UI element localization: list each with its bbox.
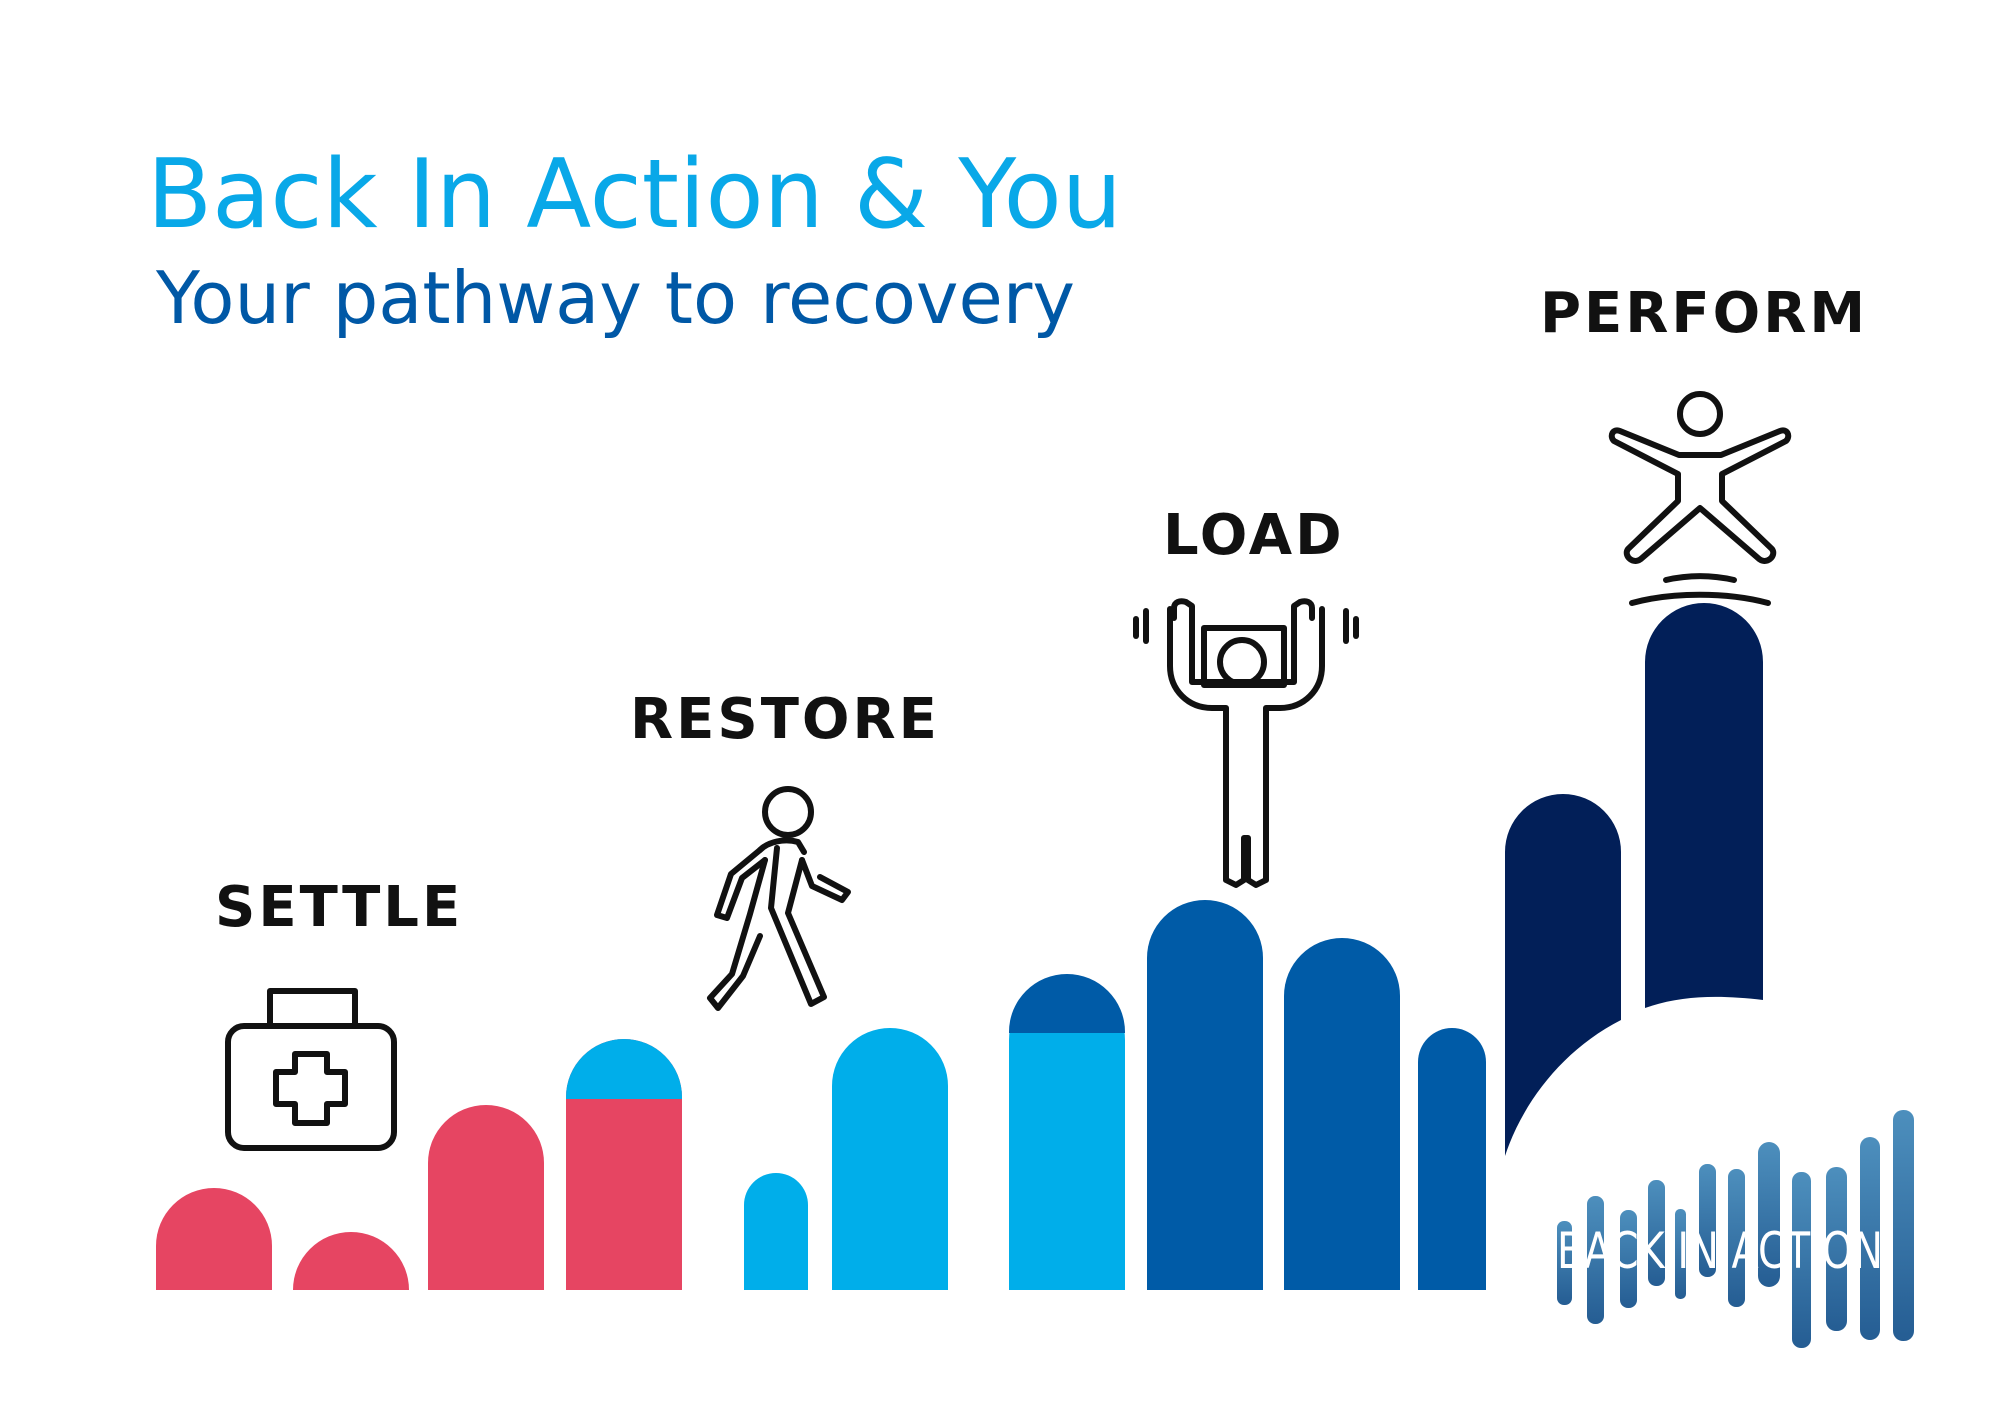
settle-column-4 [566, 1039, 682, 1290]
restore-columns [744, 974, 1125, 1290]
back-in-action-logo-icon: BACK IN ACTION [1557, 1110, 1914, 1348]
settle-column-3 [428, 1105, 544, 1290]
load-column-1 [1147, 900, 1263, 1290]
settle-column-1 [156, 1188, 272, 1290]
stage-label-settle: SETTLE [215, 875, 464, 940]
restore-column-2 [832, 1028, 948, 1290]
settle-columns [156, 1039, 682, 1290]
weightlifter-icon [1133, 598, 1359, 888]
load-column-2 [1284, 938, 1400, 1290]
stage-label-restore: RESTORE [630, 687, 940, 752]
settle-column-2 [293, 1232, 409, 1290]
perform-column-2 [1645, 603, 1763, 1008]
perform-columns [1505, 603, 1763, 1156]
page-title: Back In Action & You [147, 140, 1123, 250]
perform-column-1 [1505, 794, 1621, 1156]
walking-person-icon [707, 786, 851, 1011]
jumping-person-icon [1608, 391, 1792, 606]
restore-column-3 [1009, 982, 1125, 1290]
page-subtitle: Your pathway to recovery [156, 256, 1076, 340]
logo-text: BACK IN ACTION [1557, 1222, 1883, 1280]
load-columns [1147, 900, 1486, 1290]
stage-label-perform: PERFORM [1540, 281, 1869, 346]
load-column-3 [1418, 1028, 1486, 1290]
first-aid-kit-icon [225, 988, 397, 1151]
stage-label-load: LOAD [1163, 503, 1345, 568]
restore-column-1 [744, 1173, 808, 1290]
restore-column-3-cap [1009, 974, 1125, 1033]
settle-column-4-cap [566, 1039, 682, 1099]
